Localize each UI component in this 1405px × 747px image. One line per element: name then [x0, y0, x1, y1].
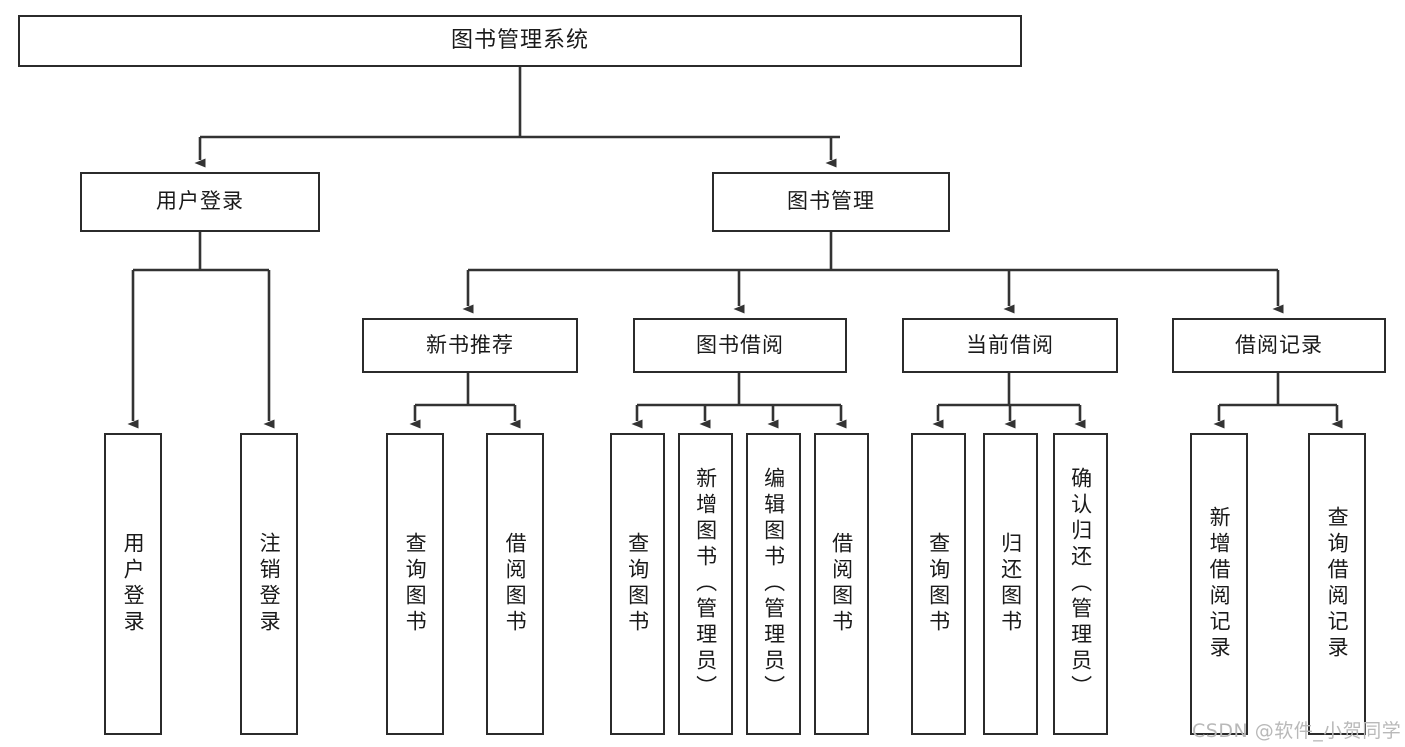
node-leaf-user-login[interactable]: 用户登录 — [104, 433, 162, 735]
node-leaf-return-book-label: 归还图书 — [998, 532, 1023, 636]
node-leaf-borrow-book-bb[interactable]: 借阅图书 — [814, 433, 869, 735]
node-leaf-borrow-book-bb-label: 借阅图书 — [829, 532, 854, 636]
node-leaf-query-book-cb-label: 查询图书 — [926, 532, 951, 636]
node-borrow-record-label: 借阅记录 — [1235, 332, 1323, 357]
node-leaf-query-book-bb[interactable]: 查询图书 — [610, 433, 665, 735]
node-book-borrow-label: 图书借阅 — [696, 332, 784, 357]
node-root[interactable]: 图书管理系统 — [18, 15, 1022, 67]
node-current-borrow[interactable]: 当前借阅 — [902, 318, 1118, 373]
node-leaf-add-book[interactable]: 新增图书（管理员） — [678, 433, 733, 735]
node-root-label: 图书管理系统 — [450, 27, 589, 53]
node-leaf-borrow-book-nb-label: 借阅图书 — [503, 532, 528, 636]
node-new-book-recommend-label: 新书推荐 — [426, 332, 514, 357]
node-leaf-confirm-return-label: 确认归还（管理员） — [1068, 467, 1093, 701]
node-leaf-query-book-cb[interactable]: 查询图书 — [911, 433, 966, 735]
node-leaf-confirm-return[interactable]: 确认归还（管理员） — [1053, 433, 1108, 735]
node-leaf-query-book-nb[interactable]: 查询图书 — [386, 433, 444, 735]
csdn-watermark: CSDN @软件_小贺同学 — [1192, 716, 1401, 743]
node-current-borrow-label: 当前借阅 — [966, 332, 1054, 357]
node-leaf-add-book-label: 新增图书（管理员） — [693, 467, 718, 701]
node-leaf-add-borrow-record-label: 新增借阅记录 — [1207, 506, 1232, 662]
node-leaf-user-logout-label: 注销登录 — [257, 532, 282, 636]
node-new-book-recommend[interactable]: 新书推荐 — [362, 318, 578, 373]
node-user-login[interactable]: 用户登录 — [80, 172, 320, 232]
node-leaf-user-logout[interactable]: 注销登录 — [240, 433, 298, 735]
node-leaf-query-borrow-record-label: 查询借阅记录 — [1325, 506, 1350, 662]
node-book-borrow[interactable]: 图书借阅 — [633, 318, 847, 373]
node-leaf-query-book-nb-label: 查询图书 — [403, 532, 428, 636]
node-user-login-label: 用户登录 — [156, 189, 244, 214]
node-leaf-query-borrow-record[interactable]: 查询借阅记录 — [1308, 433, 1366, 735]
node-leaf-user-login-label: 用户登录 — [121, 532, 146, 636]
node-leaf-query-book-bb-label: 查询图书 — [625, 532, 650, 636]
node-leaf-return-book[interactable]: 归还图书 — [983, 433, 1038, 735]
csdn-watermark-text: CSDN @软件_小贺同学 — [1192, 720, 1402, 742]
node-leaf-edit-book[interactable]: 编辑图书（管理员） — [746, 433, 801, 735]
node-leaf-borrow-book-nb[interactable]: 借阅图书 — [486, 433, 544, 735]
node-borrow-record[interactable]: 借阅记录 — [1172, 318, 1386, 373]
node-book-manage[interactable]: 图书管理 — [712, 172, 950, 232]
node-book-manage-label: 图书管理 — [787, 189, 875, 214]
node-leaf-edit-book-label: 编辑图书（管理员） — [761, 467, 786, 701]
node-leaf-add-borrow-record[interactable]: 新增借阅记录 — [1190, 433, 1248, 735]
